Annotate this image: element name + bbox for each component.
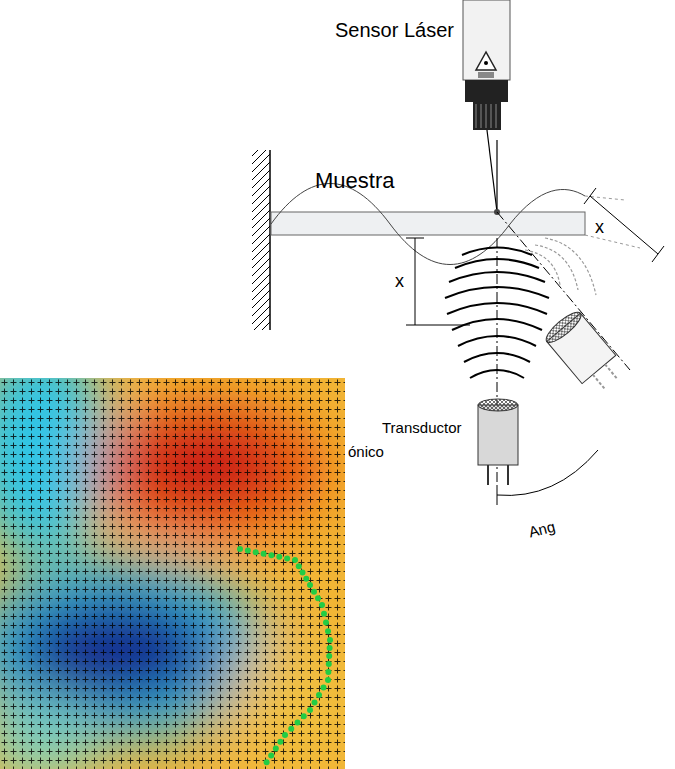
angle-label: Ang	[527, 519, 557, 540]
transducer-label: Transductor	[382, 420, 461, 435]
transducer-label: ónico	[348, 444, 384, 459]
dimension-label: x	[395, 272, 404, 290]
dimension-label: x	[595, 218, 604, 236]
sensor-label: Sensor Láser	[335, 20, 454, 40]
sample-label: Muestra	[315, 170, 394, 192]
